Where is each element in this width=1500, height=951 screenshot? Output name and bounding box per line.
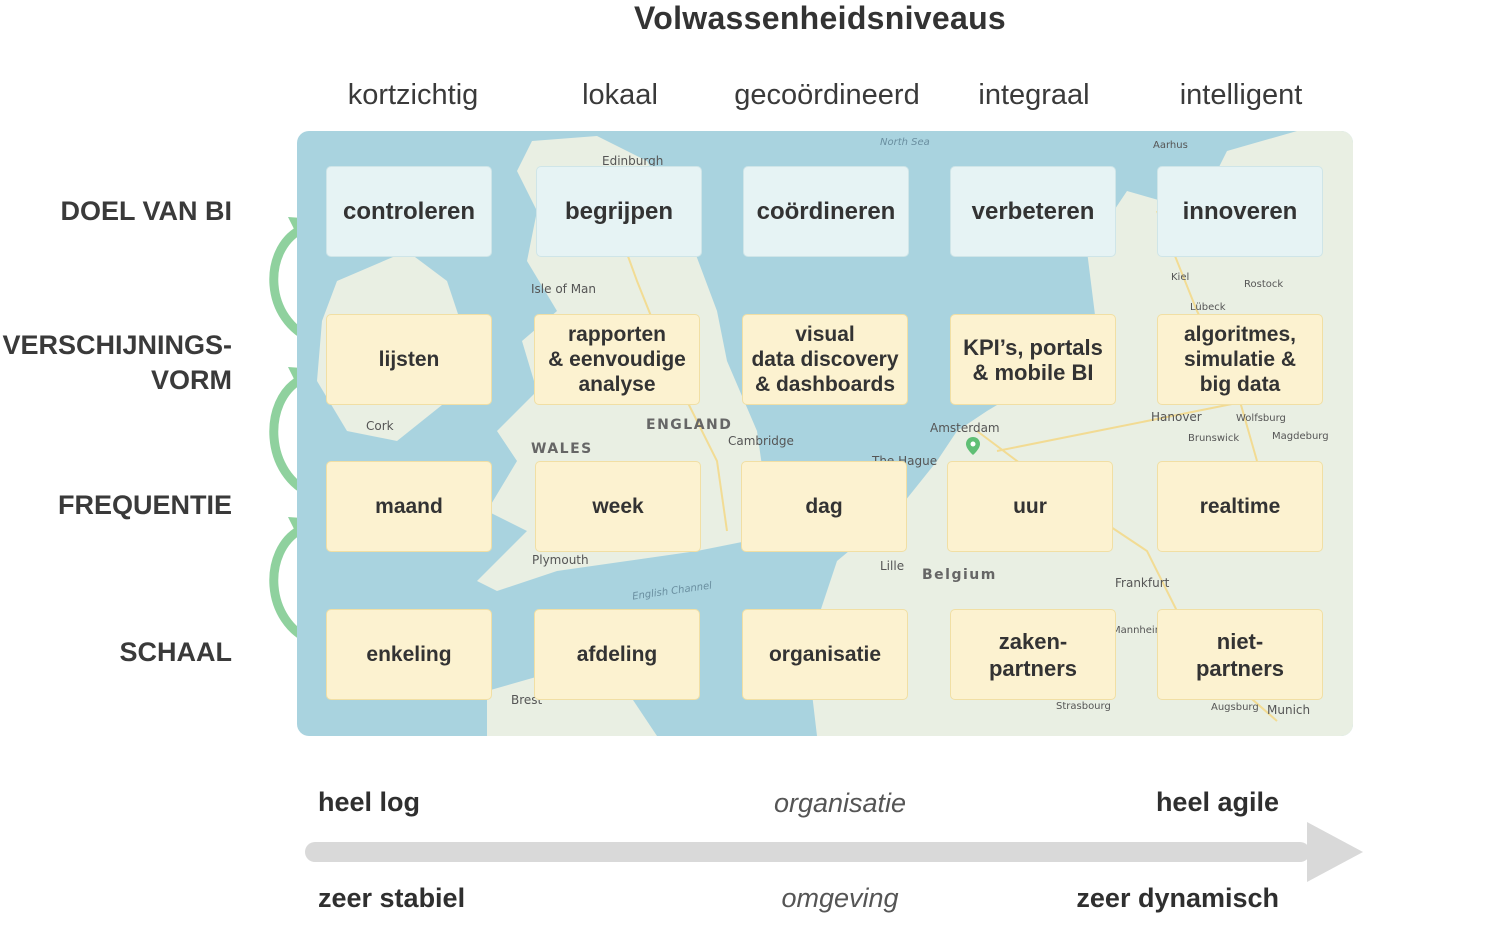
row-label-doel: DOEL VAN BI (60, 196, 232, 226)
axis-label-heel-log: heel log (318, 787, 421, 817)
cell-frequentie-maand: maand (326, 461, 492, 552)
cell-frequentie-dag: dag (741, 461, 907, 552)
map-label-frankfurt: Frankfurt (1115, 576, 1170, 590)
axis-label-organisatie: organisatie (773, 788, 907, 818)
axis-arrow (305, 822, 1363, 882)
map-label-lille: Lille (880, 559, 905, 573)
map-label-strasbourg: Strasbourg (1056, 701, 1111, 712)
axis-label-zeer-stabiel: zeer stabiel (318, 883, 466, 913)
cell-frequentie-realtime: realtime (1157, 461, 1323, 552)
map-label-belgium: Belgium (922, 567, 997, 583)
map-label-kiel: Kiel (1171, 272, 1190, 283)
level-header-kortzichtig: kortzichtig (347, 79, 479, 111)
cell-schaal-afdeling: afdeling (534, 609, 700, 700)
location-pin-icon (966, 437, 980, 455)
map-label-lubeck: Lübeck (1190, 302, 1226, 313)
cell-doel-verbeteren: verbeteren (950, 166, 1116, 257)
cell-schaal-nietpartners: niet- partners (1157, 609, 1323, 700)
cell-doel-coordineren: coördineren (743, 166, 909, 257)
axis-label-heel-agile: heel agile (1155, 787, 1279, 817)
level-header-lokaal: lokaal (582, 79, 658, 111)
cell-schaal-zakenpartners: zaken- partners (950, 609, 1116, 700)
row-label-vorm-line1: VERSCHIJNINGS- (2, 330, 232, 360)
map-label-cork: Cork (366, 419, 394, 433)
row-label-frequentie: FREQUENTIE (57, 490, 232, 520)
cell-doel-begrijpen: begrijpen (536, 166, 702, 257)
axis-label-omgeving: omgeving (781, 883, 899, 913)
map-label-north-sea: North Sea (880, 137, 930, 148)
cell-doel-controleren: controleren (326, 166, 492, 257)
cell-vorm-kpi: KPI’s, portals & mobile BI (950, 314, 1116, 405)
cell-doel-innoveren: innoveren (1157, 166, 1323, 257)
map-label-edinburgh: Edinburgh (602, 154, 664, 168)
level-header-gecoordineerd: gecoördineerd (734, 79, 920, 111)
map-label-magdeburg: Magdeburg (1272, 431, 1329, 442)
map-label-augsburg: Augsburg (1211, 702, 1259, 713)
map-label-mannheim: Mannheim (1112, 625, 1165, 636)
level-header-intelligent: intelligent (1179, 79, 1303, 111)
cell-vorm-rapporten: rapporten & eenvoudige analyse (534, 314, 700, 405)
map-label-plymouth: Plymouth (532, 553, 589, 567)
map-label-hanover: Hanover (1151, 410, 1202, 424)
row-label-schaal: SCHAAL (119, 637, 233, 667)
map-label-rostock: Rostock (1244, 279, 1284, 290)
map-label-wolfsburg: Wolfsburg (1236, 413, 1286, 424)
map-label-wales: WALES (531, 441, 593, 457)
cell-vorm-lijsten: lijsten (326, 314, 492, 405)
axis-label-zeer-dynamisch: zeer dynamisch (1076, 883, 1279, 913)
map-label-england: ENGLAND (646, 417, 733, 433)
cell-schaal-enkeling: enkeling (326, 609, 492, 700)
map-label-aarhus: Aarhus (1153, 140, 1188, 151)
level-header-integraal: integraal (978, 79, 1090, 111)
cell-frequentie-week: week (535, 461, 701, 552)
row-label-vorm-line2: VORM (151, 365, 232, 395)
map-label-isle-of-man: Isle of Man (531, 282, 597, 296)
map-label-amsterdam: Amsterdam (930, 421, 1000, 435)
cell-schaal-organisatie: organisatie (742, 609, 908, 700)
cell-vorm-visual: visual data discovery & dashboards (742, 314, 908, 405)
map-label-brunswick: Brunswick (1188, 433, 1240, 444)
cell-vorm-algoritmes: algoritmes, simulatie & big data (1157, 314, 1323, 405)
map-label-munich: Munich (1267, 703, 1311, 717)
map-label-cambridge: Cambridge (728, 434, 794, 448)
diagram-title: Volwassenheidsniveaus (633, 0, 1007, 36)
cell-frequentie-uur: uur (947, 461, 1113, 552)
